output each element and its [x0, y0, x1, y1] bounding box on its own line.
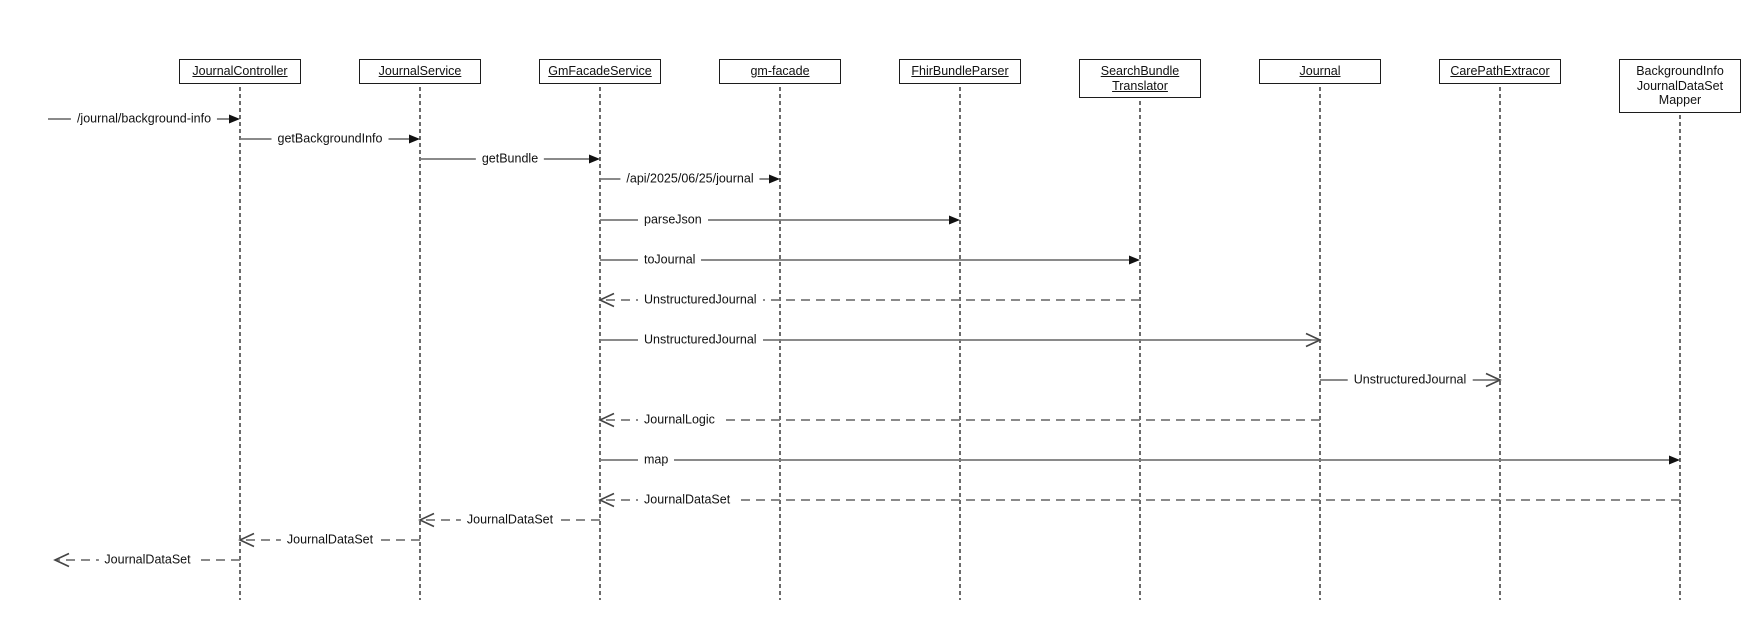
participant-box-JournalService: JournalService — [359, 59, 481, 84]
participant-box-JournalController: JournalController — [179, 59, 301, 84]
participant-name-line: Mapper — [1658, 93, 1702, 107]
message-label: toJournal — [638, 252, 702, 268]
message-label: JournalLogic — [638, 412, 721, 428]
participant-name-line: Journal — [1299, 64, 1341, 78]
participant-name-line: FhirBundleParser — [911, 64, 1009, 78]
participant-name-line: JournalDataSet — [1636, 78, 1724, 93]
message-label: getBundle — [475, 151, 545, 167]
participant-name-line: Translator — [1112, 78, 1168, 93]
arrowhead-open — [598, 412, 615, 428]
message-label: UnstructuredJournal — [1347, 372, 1473, 388]
participant-name-line: SearchBundle — [1100, 64, 1180, 78]
participant-name-line: CarePathExtracor — [1450, 64, 1550, 78]
participant-name-line: gm-facade — [750, 64, 810, 78]
arrowhead-open — [238, 532, 255, 548]
message-label: getBackgroundInfo — [271, 131, 389, 147]
message-label: /api/2025/06/25/journal — [620, 171, 760, 187]
participant-box-Journal: Journal — [1259, 59, 1381, 84]
arrowhead-filled — [409, 134, 420, 144]
message-label: map — [638, 452, 675, 468]
message-label: parseJson — [638, 212, 708, 228]
arrowhead-open — [53, 552, 70, 568]
arrowhead-filled — [1669, 455, 1680, 465]
message-label: JournalDataSet — [98, 552, 197, 568]
arrowhead-open — [418, 512, 435, 528]
message-label: JournalDataSet — [638, 492, 737, 508]
arrowhead-filled — [589, 154, 600, 164]
participant-name-line: JournalService — [378, 64, 462, 78]
message-label: JournalDataSet — [460, 512, 560, 528]
arrowhead-filled — [229, 114, 240, 124]
participant-name-line: BackgroundInfo — [1636, 64, 1724, 78]
participant-box-gm-facade: gm-facade — [719, 59, 841, 84]
arrowhead-open — [1485, 372, 1502, 388]
message-label: UnstructuredJournal — [638, 292, 763, 308]
message-label: /journal/background-info — [70, 111, 218, 127]
participant-name-line: GmFacadeService — [548, 64, 652, 78]
message-label: JournalDataSet — [280, 532, 380, 548]
arrowhead-open — [1305, 332, 1322, 348]
participant-box-GmFacadeService: GmFacadeService — [539, 59, 661, 84]
participant-box-CarePathExtracor: CarePathExtracor — [1439, 59, 1561, 84]
arrowhead-filled — [769, 174, 780, 184]
arrowhead-open — [598, 292, 615, 308]
arrowhead-filled — [1129, 255, 1140, 265]
participant-box-FhirBundleParser: FhirBundleParser — [899, 59, 1021, 84]
arrowhead-open — [598, 492, 615, 508]
message-label: UnstructuredJournal — [638, 332, 763, 348]
arrowhead-filled — [949, 215, 960, 225]
participant-name-line: JournalController — [192, 64, 288, 78]
